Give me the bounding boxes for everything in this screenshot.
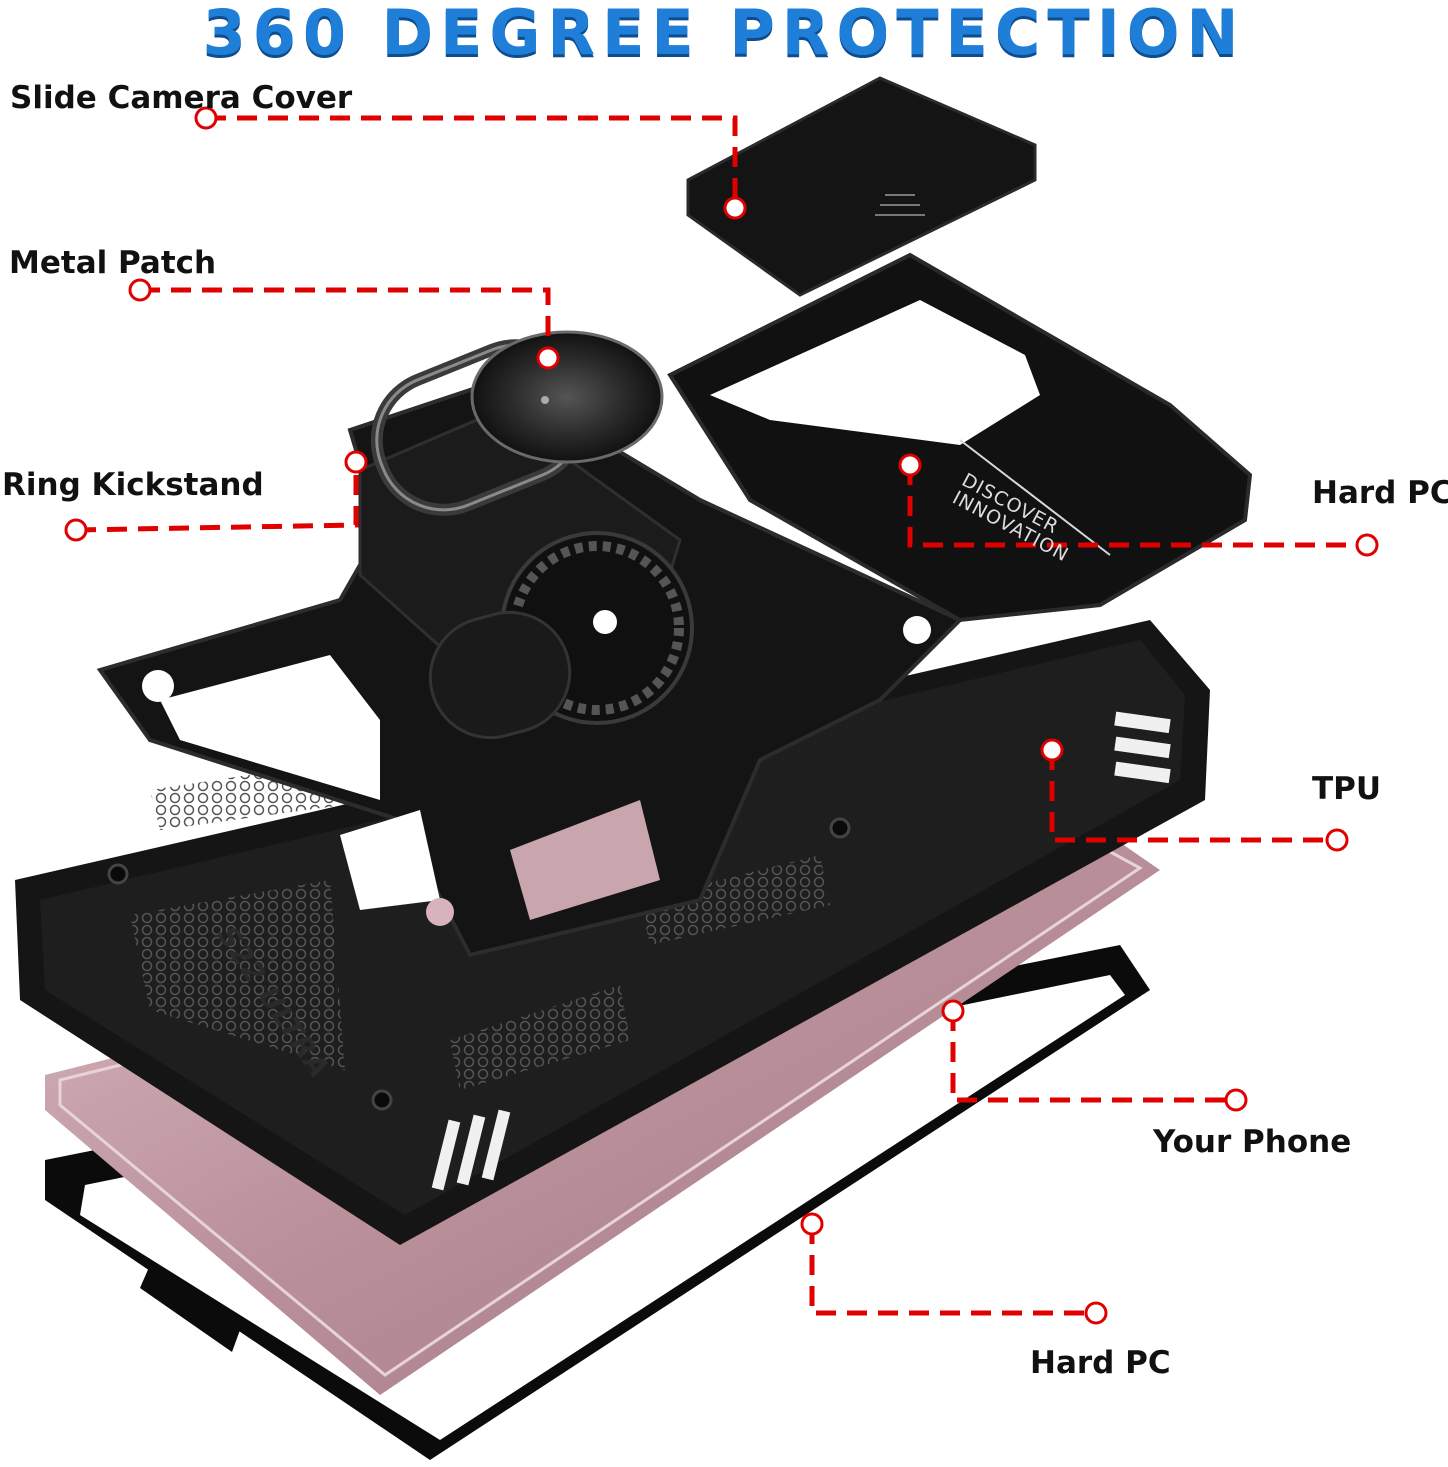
- label-hard-pc-top: Hard PC: [1312, 475, 1448, 511]
- callout-lines: [75, 115, 1367, 1316]
- label-ring-kickstand: Ring Kickstand: [2, 467, 264, 503]
- tpu-case: [15, 620, 1210, 1245]
- top-hard-pc-shell: [667, 252, 1253, 623]
- callout-line-hard-pc-bottom: [809, 1224, 1096, 1316]
- ring-kickstand: [370, 330, 664, 516]
- label-hard-pc-bottom: Hard PC: [1030, 1345, 1171, 1381]
- slide-camera-cover: [686, 76, 1037, 297]
- callout-line-ring-kickstand: [75, 462, 359, 533]
- callout-line-metal-patch: [140, 287, 551, 358]
- callout-line-hard-pc-top: [907, 465, 1367, 548]
- callout-line-tpu: [1049, 750, 1337, 843]
- kickstand-armor-plate: [96, 377, 964, 958]
- callout-dots: [64, 106, 1379, 1325]
- callout-line-slide-camera-cover: [206, 115, 738, 208]
- label-your-phone: Your Phone: [1153, 1124, 1352, 1160]
- label-slide-camera-cover: Slide Camera Cover: [10, 80, 353, 116]
- label-metal-patch: Metal Patch: [9, 245, 217, 281]
- label-tpu: TPU: [1312, 771, 1382, 807]
- page-title: 360 DEGREE PROTECTION: [202, 0, 1246, 69]
